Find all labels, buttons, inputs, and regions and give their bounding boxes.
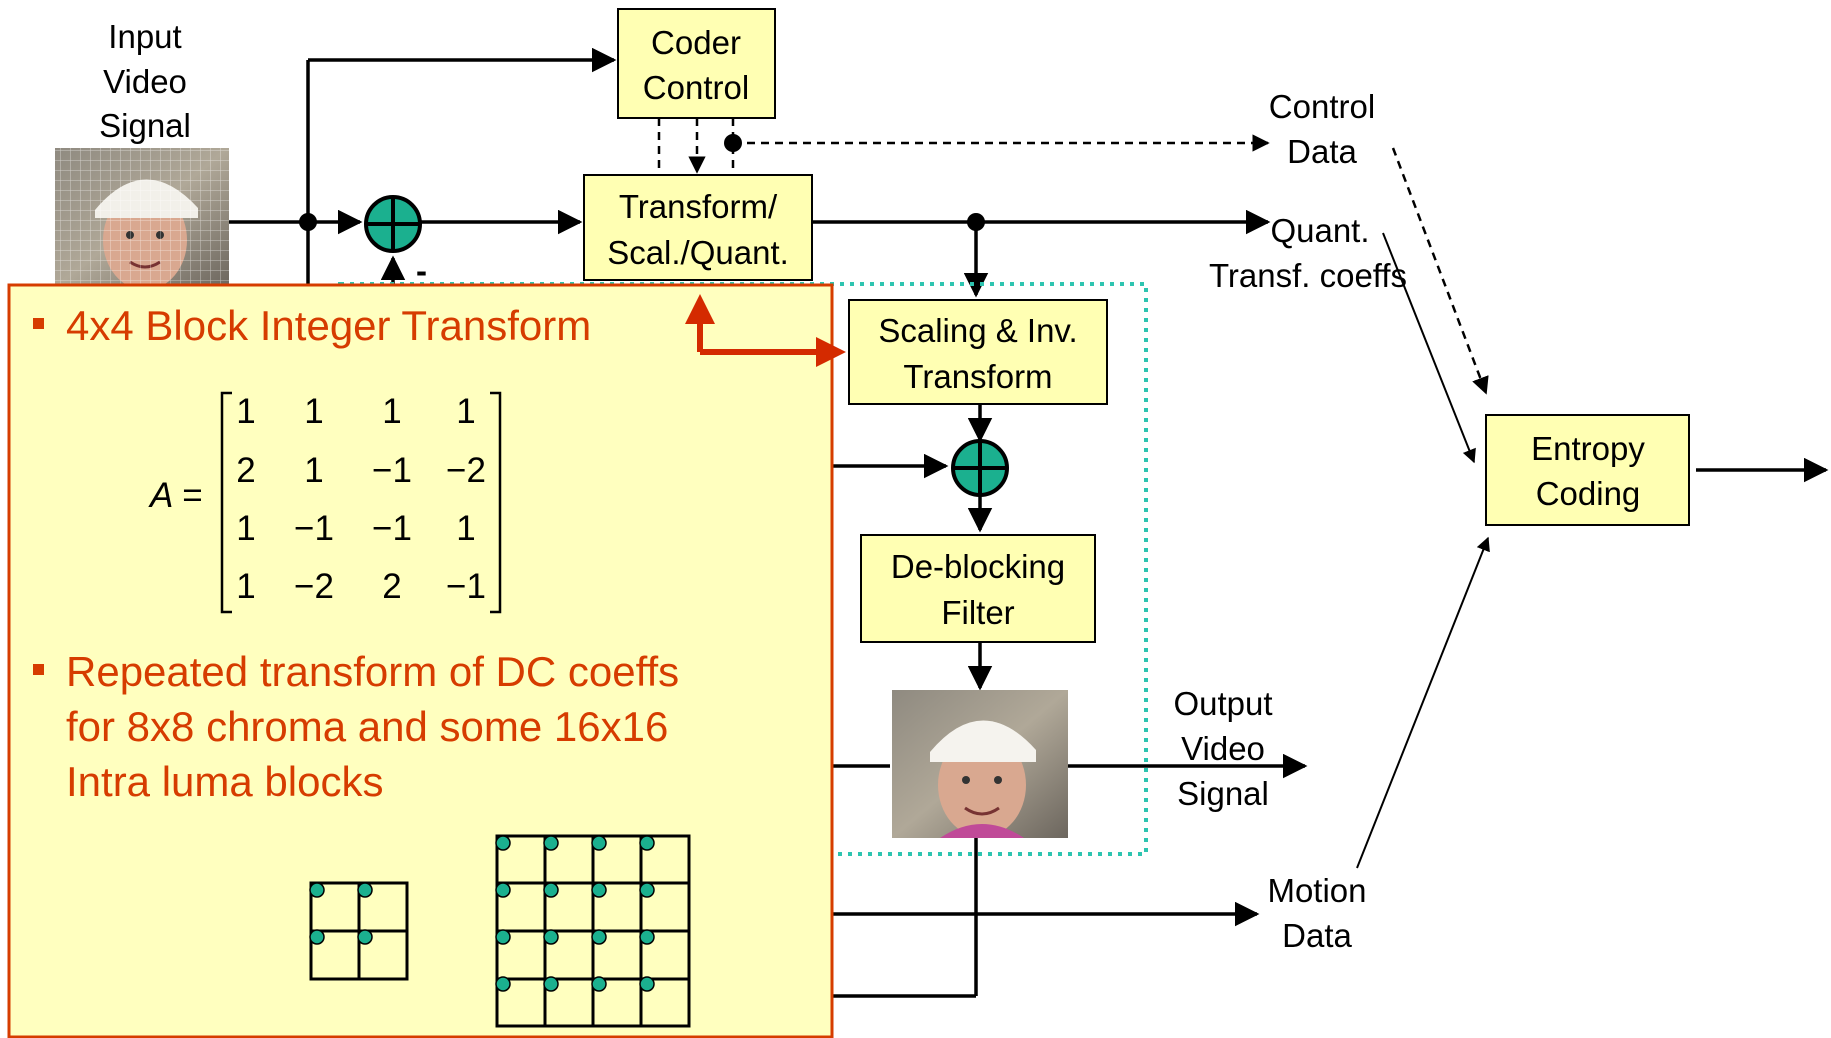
- luma-4x4-grid: [495, 834, 691, 1028]
- deblocking-line1: De-blocking: [891, 548, 1065, 585]
- matrix-cell-r1-c3: −2: [446, 451, 486, 490]
- dc-coeff-dot: [591, 976, 607, 992]
- motion-data-line1: Motion: [1267, 872, 1366, 909]
- dc-coeff-dot: [639, 835, 655, 851]
- output-video-line3: Signal: [1177, 775, 1269, 812]
- transform-box: Transform/ Scal./Quant.: [583, 174, 813, 281]
- dc-coeff-dot: [591, 882, 607, 898]
- scaling-inverse-transform-box: Scaling & Inv. Transform: [848, 299, 1108, 405]
- deblocking-line2: Filter: [941, 594, 1014, 631]
- dc-coeff-dot: [543, 976, 559, 992]
- coder-control-box: Coder Control: [617, 8, 776, 119]
- entropy-coding-box: Entropy Coding: [1485, 414, 1690, 526]
- dc-coeff-dot: [495, 882, 511, 898]
- dc-coeff-dot: [543, 882, 559, 898]
- dc-coeff-dot: [639, 976, 655, 992]
- minus-sign: -: [416, 252, 427, 289]
- output-video-line2: Video: [1181, 730, 1265, 767]
- input-label-line1: Input: [108, 18, 181, 55]
- matrix-cell-r3-c3: −1: [446, 567, 486, 606]
- control-data-line2: Data: [1287, 133, 1357, 170]
- dc-coeff-dot: [495, 929, 511, 945]
- scaling-line2: Transform: [903, 358, 1052, 395]
- bullet-dc-line1: Repeated transform of DC coeffs: [66, 648, 679, 695]
- matrix-cell-r3-c2: 2: [382, 567, 401, 606]
- matrix-label: A =: [148, 476, 202, 515]
- matrix-cell-r2-c0: 1: [236, 509, 255, 548]
- motion-data-line2: Data: [1282, 917, 1352, 954]
- matrix-cell-r0-c3: 1: [456, 392, 475, 431]
- matrix-cell-r2-c3: 1: [456, 509, 475, 548]
- bullet-marker-1: [33, 318, 44, 329]
- matrix-cell-r3-c0: 1: [236, 567, 255, 606]
- bullet-dc-line3: Intra luma blocks: [66, 758, 383, 805]
- transform-callout-panel: 4x4 Block Integer Transform A = 1 1 1 1 2 1 −1…: [7, 283, 834, 1038]
- signal-lines: [229, 47, 1829, 998]
- dc-coeff-dot: [639, 929, 655, 945]
- callout-pointer-arrows: [685, 294, 846, 367]
- dc-coeff-dot: [495, 835, 511, 851]
- entropy-line1: Entropy: [1531, 430, 1645, 467]
- summing-junction-top: [364, 195, 422, 253]
- matrix-cell-r3-c1: −2: [294, 567, 334, 606]
- coder-control-line1: Coder: [651, 24, 741, 61]
- quant-coeffs-line2: Transf. coeffs: [1209, 257, 1407, 294]
- coder-control-line2: Control: [643, 69, 749, 106]
- quant-coeffs-line1: Quant.: [1270, 212, 1369, 249]
- matrix-cell-r1-c0: 2: [236, 451, 255, 490]
- matrix-cell-r1-c2: −1: [372, 451, 412, 490]
- deblocking-filter-box: De-blocking Filter: [860, 534, 1096, 643]
- dc-coeff-dot: [543, 929, 559, 945]
- matrix-cell-r0-c2: 1: [382, 392, 401, 431]
- transform-line2: Scal./Quant.: [607, 234, 789, 271]
- dc-coeff-dot: [639, 882, 655, 898]
- input-label-line3: Signal: [99, 107, 191, 144]
- output-video-thumbnail: [892, 690, 1068, 838]
- chroma-2x2-grid: [309, 881, 409, 981]
- matrix-cell-r2-c2: −1: [372, 509, 412, 548]
- dc-coeff-dot: [543, 835, 559, 851]
- control-dashed-lines: [657, 118, 1489, 395]
- dc-coeff-dot: [591, 835, 607, 851]
- bullet-transform-title: 4x4 Block Integer Transform: [66, 302, 591, 349]
- input-video-thumbnail: [55, 148, 229, 290]
- bullet-dc-line2: for 8x8 chroma and some 16x16: [66, 703, 668, 750]
- output-video-line1: Output: [1173, 685, 1272, 722]
- summing-junction-decoder: [951, 439, 1009, 497]
- entropy-line2: Coding: [1536, 475, 1641, 512]
- control-data-line1: Control: [1269, 88, 1375, 125]
- bullet-marker-2: [33, 664, 44, 675]
- dc-coeff-dot: [495, 976, 511, 992]
- input-label-line2: Video: [103, 63, 187, 100]
- matrix-brackets: [220, 391, 502, 614]
- transform-matrix: 1 1 1 1 2 1 −1 −2 1 −1 −1 1 1 −2 2 −1: [236, 392, 486, 606]
- matrix-cell-r0-c1: 1: [304, 392, 323, 431]
- scaling-line1: Scaling & Inv.: [878, 312, 1077, 349]
- matrix-cell-r0-c0: 1: [236, 392, 255, 431]
- dc-coeff-dot: [591, 929, 607, 945]
- transform-line1: Transform/: [619, 188, 778, 225]
- matrix-cell-r1-c1: 1: [304, 451, 323, 490]
- matrix-cell-r2-c1: −1: [294, 509, 334, 548]
